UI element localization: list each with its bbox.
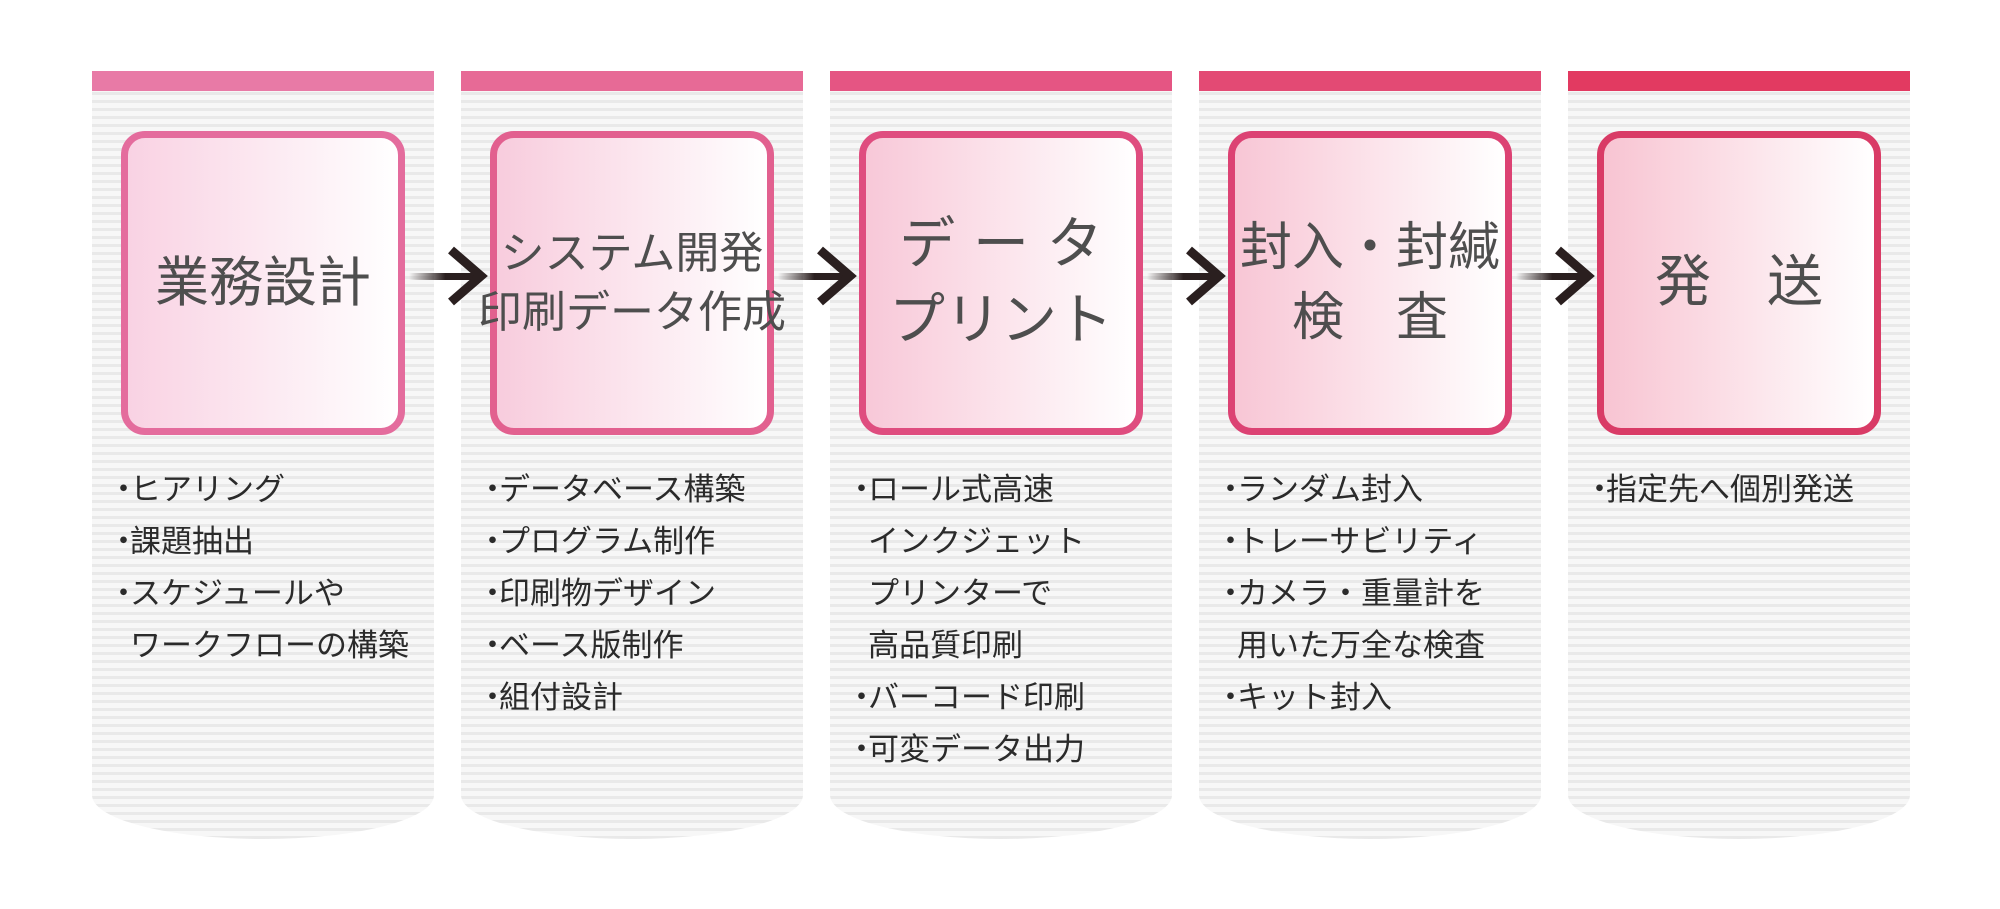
bullet: ・	[846, 680, 877, 716]
bullet: ・	[477, 680, 508, 716]
step-title-line: 検 査	[1291, 288, 1448, 348]
step-item-list-3: ・ ロール式高速 インクジェット プリンターで 高品質印刷 ・ バーコード印刷 …	[846, 464, 1166, 776]
bullet: ・	[477, 576, 508, 612]
step-box-3: デ ー タ プリント	[859, 131, 1143, 435]
step-title-line: 業務設計	[155, 250, 371, 314]
bullet: ・	[1215, 524, 1246, 560]
step-title-line: プリント	[889, 288, 1113, 353]
list-item: ・ バーコード印刷	[846, 672, 1166, 724]
step-item-list-2: ・ データベース構築 ・ プログラム制作 ・ 印刷物デザイン ・ ベース版制作 …	[477, 464, 797, 724]
list-item-text: ヒアリング	[130, 472, 285, 508]
bullet: ・	[108, 472, 139, 508]
bullet: ・	[1215, 680, 1246, 716]
step-column-1: 業務設計 ・ ヒアリング ・ 課題抽出 ・ スケジュールや ワークフローの構築	[92, 71, 434, 839]
step-title-line: システム開発	[500, 227, 764, 279]
list-item-text: ベース版制作	[499, 628, 684, 664]
step-box-4: 封入・封緘 検 査	[1228, 131, 1512, 435]
list-item: ・ 印刷物デザイン	[477, 568, 797, 620]
step-title-line: 封入・封緘	[1239, 217, 1500, 278]
list-item-text: トレーサビリティ	[1237, 524, 1483, 560]
step-item-list-1: ・ ヒアリング ・ 課題抽出 ・ スケジュールや ワークフローの構築	[108, 464, 428, 672]
bullet: ・	[1584, 472, 1615, 508]
step-header-bar-2	[461, 71, 803, 91]
step-column-2: システム開発 印刷データ作成 ・ データベース構築 ・ プログラム制作 ・ 印刷…	[461, 71, 803, 839]
list-item-text: 可変データ出力	[868, 732, 1085, 768]
right-arrow-icon	[1516, 246, 1595, 306]
step-item-list-5: ・ 指定先へ個別発送	[1584, 464, 1904, 516]
list-item: ・ ランダム封入	[1215, 464, 1535, 516]
bullet: ・	[108, 576, 139, 612]
list-item-text: カメラ・重量計を 用いた万全な検査	[1237, 576, 1485, 664]
step-title-line: デ ー タ	[899, 212, 1103, 278]
step-column-3: デ ー タ プリント ・ ロール式高速 インクジェット プリンターで 高品質印刷…	[830, 71, 1172, 839]
step-column-4: 封入・封緘 検 査 ・ ランダム封入 ・ トレーサビリティ ・ カメラ・重量計を…	[1199, 71, 1541, 839]
list-item: ・ プログラム制作	[477, 516, 797, 568]
right-arrow-icon	[778, 246, 857, 306]
step-title-line: 印刷データ作成	[478, 287, 786, 338]
step-column-5: 発 送 ・ 指定先へ個別発送	[1568, 71, 1910, 839]
list-item: ・ ロール式高速 インクジェット プリンターで 高品質印刷	[846, 464, 1166, 672]
list-item: ・ データベース構築	[477, 464, 797, 516]
list-item: ・ 指定先へ個別発送	[1584, 464, 1904, 516]
bullet: ・	[477, 472, 508, 508]
list-item-text: キット封入	[1237, 680, 1392, 716]
list-item-text: プログラム制作	[499, 524, 716, 560]
list-item: ・ キット封入	[1215, 672, 1535, 724]
bullet: ・	[477, 628, 508, 664]
bullet: ・	[846, 732, 877, 768]
step-header-bar-1	[92, 71, 434, 91]
step-title-line: 発 送	[1655, 250, 1823, 316]
list-item-text: バーコード印刷	[868, 680, 1085, 716]
list-item-text: 課題抽出	[130, 524, 254, 560]
list-item-text: 印刷物デザイン	[499, 576, 716, 612]
list-item: ・ 組付設計	[477, 672, 797, 724]
list-item-text: ロール式高速 インクジェット プリンターで 高品質印刷	[868, 472, 1085, 664]
list-item: ・ 可変データ出力	[846, 724, 1166, 776]
step-box-5: 発 送	[1597, 131, 1881, 435]
list-item: ・ ヒアリング	[108, 464, 428, 516]
right-arrow-icon	[1147, 246, 1226, 306]
list-item-text: 指定先へ個別発送	[1606, 472, 1854, 508]
bullet: ・	[1215, 472, 1246, 508]
list-item: ・ スケジュールや ワークフローの構築	[108, 568, 428, 672]
step-header-bar-4	[1199, 71, 1541, 91]
step-box-2: システム開発 印刷データ作成	[478, 131, 786, 435]
step-item-list-4: ・ ランダム封入 ・ トレーサビリティ ・ カメラ・重量計を 用いた万全な検査 …	[1215, 464, 1535, 724]
list-item-text: 組付設計	[499, 680, 623, 716]
step-header-bar-5	[1568, 71, 1910, 91]
list-item: ・ トレーサビリティ	[1215, 516, 1535, 568]
step-header-bar-3	[830, 71, 1172, 91]
bullet: ・	[108, 524, 139, 560]
list-item-text: データベース構築	[499, 472, 746, 508]
list-item: ・ ベース版制作	[477, 620, 797, 672]
list-item-text: ランダム封入	[1237, 472, 1423, 508]
bullet: ・	[846, 472, 877, 508]
step-box-1: 業務設計	[121, 131, 405, 435]
list-item: ・ カメラ・重量計を 用いた万全な検査	[1215, 568, 1535, 672]
list-item: ・ 課題抽出	[108, 516, 428, 568]
right-arrow-icon	[409, 246, 488, 306]
bullet: ・	[1215, 576, 1246, 612]
list-item-text: スケジュールや ワークフローの構築	[130, 576, 409, 664]
bullet: ・	[477, 524, 508, 560]
